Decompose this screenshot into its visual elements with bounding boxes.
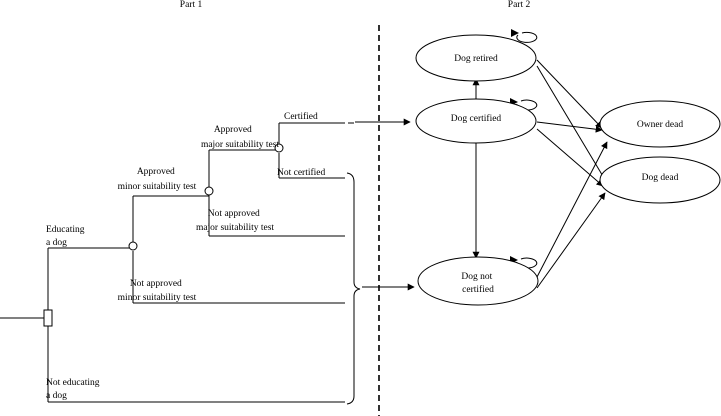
part-2-title: Part 2 [508, 0, 531, 10]
state-label: Owner dead [637, 120, 683, 130]
state-label: Dog dead [642, 173, 679, 183]
label-educating: Educating a dog [46, 225, 87, 248]
chance-node-minor-test [204, 186, 214, 196]
state-dog-not-certified: Dog not certified [417, 256, 539, 306]
state-label: Dog certified [451, 113, 502, 124]
state-label: Dog not certified [461, 272, 494, 295]
decision-node [43, 309, 53, 327]
state-dog-certified: Dog certified [415, 98, 537, 144]
state-owner-dead: Owner dead [599, 100, 721, 148]
state-dog-retired: Dog retired [415, 34, 537, 82]
part-1-title: Part 1 [180, 0, 203, 10]
label-approved-major: Approved major suitability test [201, 125, 279, 150]
chance-node-education [128, 241, 138, 251]
state-transitions [472, 59, 608, 289]
label-certified: Certified [284, 111, 318, 122]
state-label: Dog retired [454, 54, 498, 64]
state-dog-dead: Dog dead [599, 156, 721, 204]
decision-tree [0, 122, 361, 405]
label-approved-minor: Approved minor suitability test [118, 167, 197, 192]
label-not-approved-major: Not approved major suitability test [196, 209, 274, 233]
label-not-certified: Not certified [277, 167, 326, 178]
group-brace [346, 172, 361, 405]
label-not-approved-minor: Not approved minor suitability test [118, 279, 197, 303]
label-not-educating: Not educating a dog [46, 378, 102, 401]
chance-node-major-test [274, 143, 284, 153]
